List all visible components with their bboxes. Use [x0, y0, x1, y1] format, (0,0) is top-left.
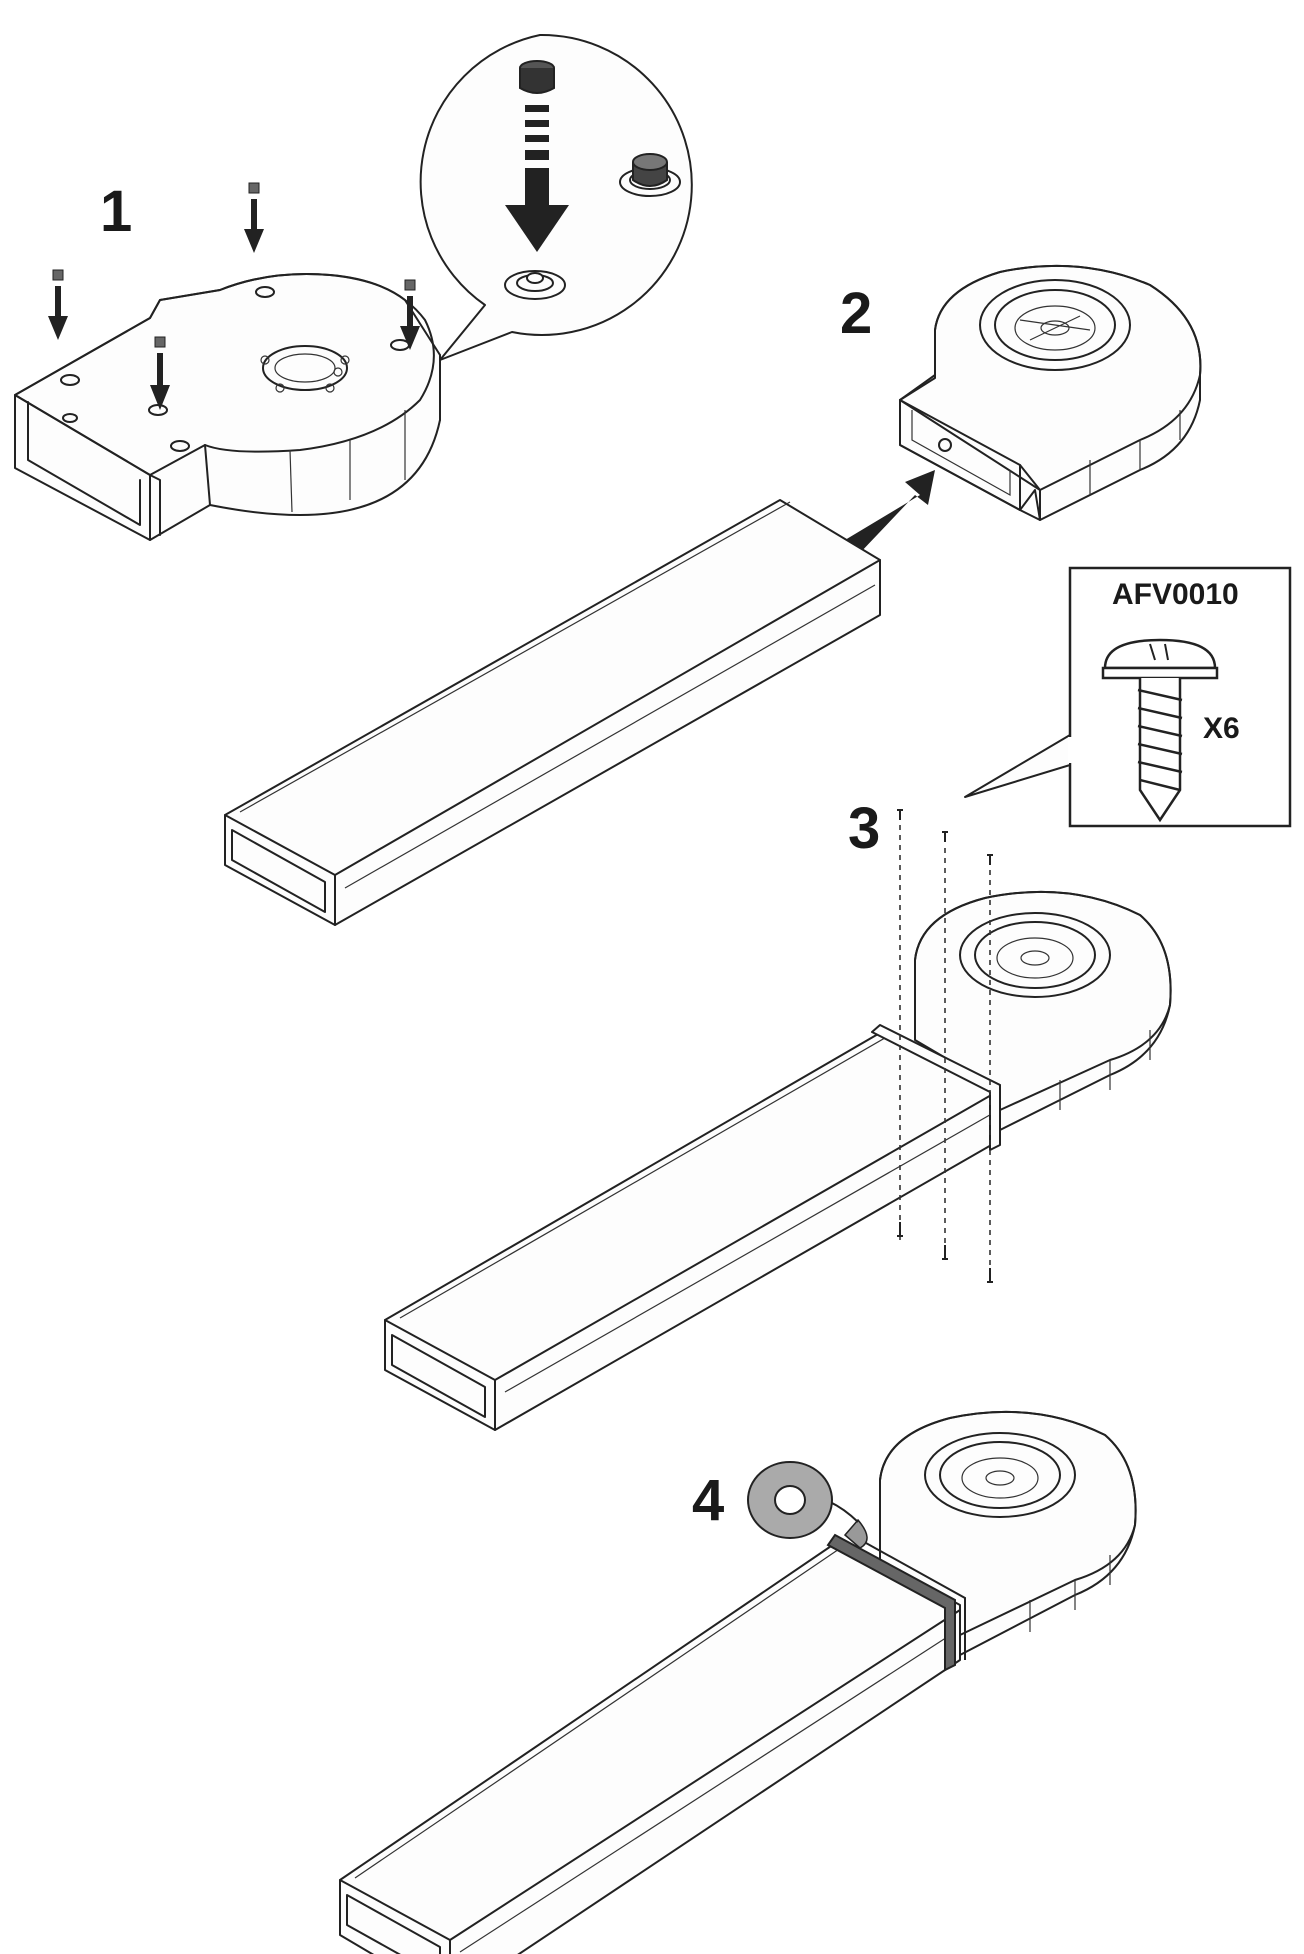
push-arrow-icon	[845, 470, 935, 555]
tape-roll-icon	[747, 1461, 868, 1549]
step4-assembly	[339, 1410, 1137, 1954]
foot-arrow-b	[244, 182, 264, 253]
foot-detail-bubble	[419, 33, 693, 361]
step-4-label: 4	[692, 1468, 725, 1533]
part-code-label: AFV0010	[1112, 578, 1239, 611]
step2-blower	[899, 264, 1202, 521]
screw-set-top	[897, 809, 993, 865]
screw-callout	[964, 566, 1292, 828]
foot-arrow-d	[150, 336, 170, 410]
step2-duct	[224, 499, 881, 926]
part-quantity-label: X6	[1203, 712, 1240, 745]
step1-blower	[14, 182, 441, 541]
self-tapping-screw-icon	[1101, 638, 1219, 823]
step-2-label: 2	[840, 281, 873, 346]
step-1-label: 1	[100, 179, 133, 244]
screw-set-bottom	[897, 1222, 993, 1283]
foot-arrow-c	[400, 279, 420, 350]
step-3-label: 3	[848, 796, 881, 861]
step3-assembly	[384, 809, 1172, 1431]
foot-arrow-a	[48, 269, 68, 340]
